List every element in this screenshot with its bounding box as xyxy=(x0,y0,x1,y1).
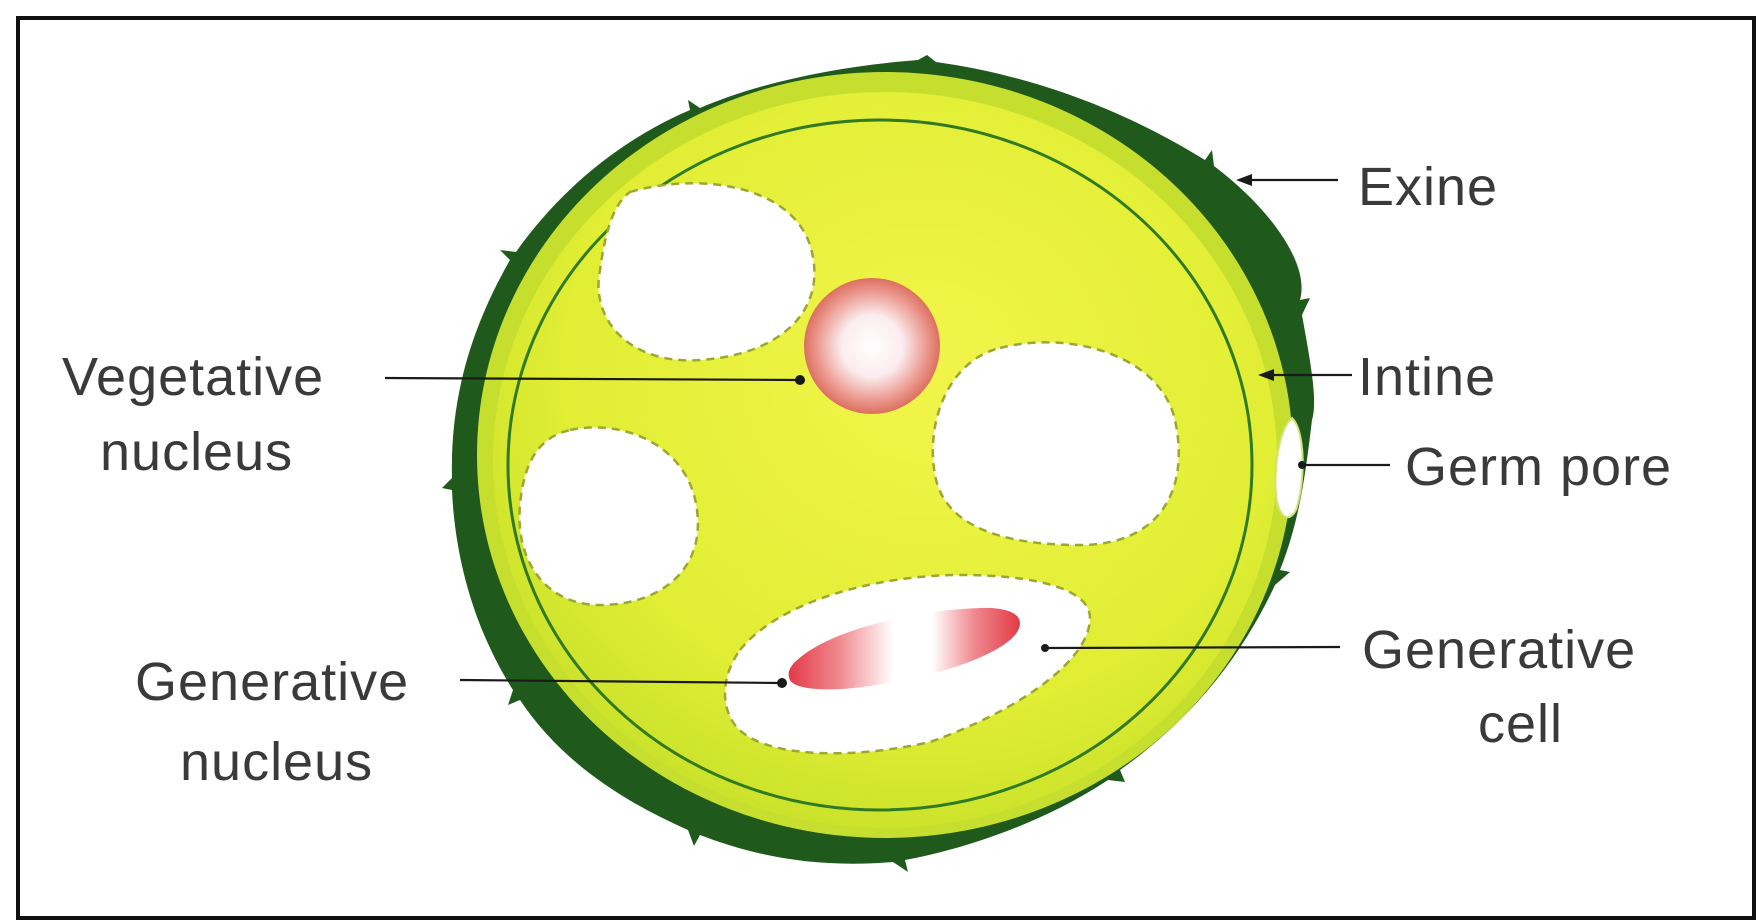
label-generative-nucleus-line2: nucleus xyxy=(180,732,373,792)
label-exine: Exine xyxy=(1358,157,1498,217)
label-intine: Intine xyxy=(1358,347,1496,407)
exine-arrowhead xyxy=(1236,174,1252,186)
vacuole-top-left xyxy=(598,183,814,360)
label-germ-pore: Germ pore xyxy=(1405,437,1672,497)
vacuole-right xyxy=(933,342,1179,545)
label-vegetative-nucleus-line1: Vegetative xyxy=(62,347,324,407)
label-generative-nucleus-line1: Generative xyxy=(135,652,409,712)
generative-nucleus-dot xyxy=(777,678,787,688)
vegetative-nucleus xyxy=(804,278,940,414)
generative-cell-dot xyxy=(1041,644,1049,652)
generative-cell-leader xyxy=(1048,647,1340,648)
label-generative-cell-line1: Generative xyxy=(1362,620,1636,680)
label-generative-cell-line2: cell xyxy=(1478,694,1563,754)
label-vegetative-nucleus-line2: nucleus xyxy=(100,422,293,482)
germ-pore-dot xyxy=(1298,461,1306,469)
vegetative-nucleus-dot xyxy=(795,375,805,385)
